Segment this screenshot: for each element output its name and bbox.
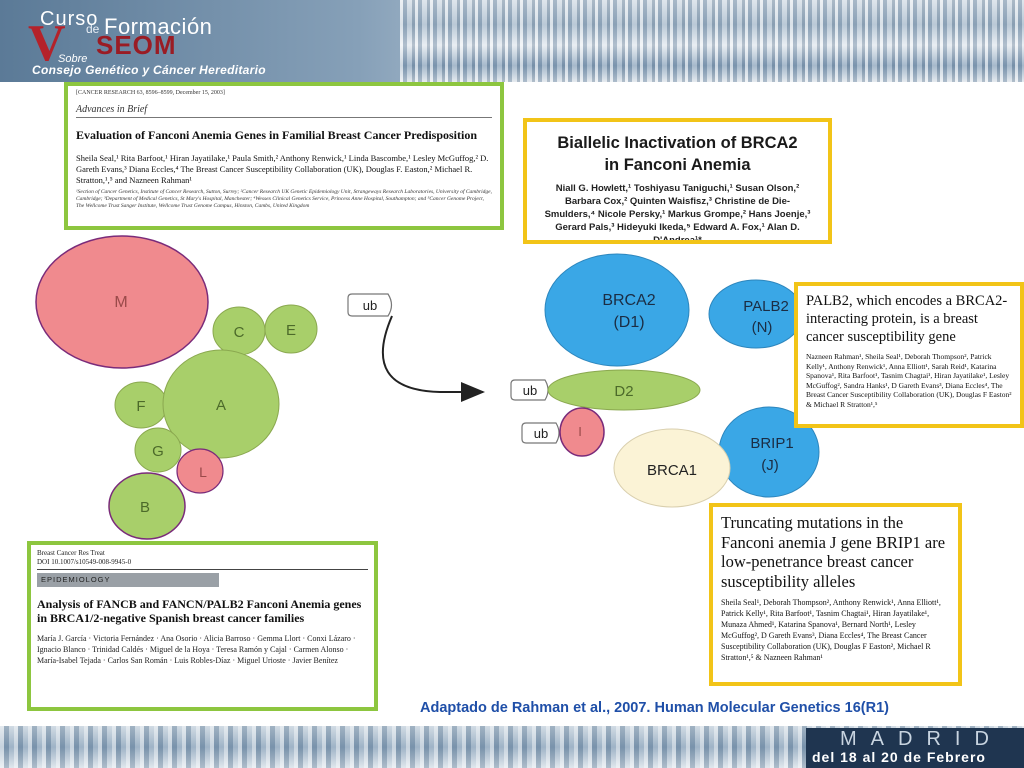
paper5-doi: DOI 10.1007/s10549-008-9945-0: [37, 558, 132, 566]
protein-brca2: [544, 253, 690, 367]
paper-howlett-2002: Biallelic Inactivation of BRCA2 in Fanco…: [523, 118, 832, 244]
paper1-section: Advances in Brief: [76, 104, 492, 118]
paper5-header: Breast Cancer Res Treat DOI 10.1007/s105…: [37, 549, 368, 570]
protein-brca2-label: BRCA2: [602, 292, 655, 309]
protein-m-label: M: [114, 294, 127, 311]
paper2-title-line1: Biallelic Inactivation of BRCA2: [557, 134, 798, 152]
paper5-journal: Breast Cancer Res Treat: [37, 549, 105, 557]
ub-tag-d2-label: ub: [523, 383, 537, 398]
header-decoration: [400, 0, 1024, 82]
protein-a: [162, 349, 280, 459]
protein-i: [559, 407, 605, 457]
ub-tag-top-label: ub: [363, 298, 377, 313]
protein-b: [108, 472, 186, 540]
protein-palb2-label: PALB2: [743, 298, 789, 315]
logo-formacion: Formación: [104, 14, 213, 39]
logo-seom: SEOM: [96, 30, 177, 60]
paper1-authors: Sheila Seal,¹ Rita Barfoot,¹ Hiran Jayat…: [76, 153, 489, 185]
paper1-title: Evaluation of Fanconi Anemia Genes in Fa…: [76, 128, 478, 142]
logo-de: de: [86, 22, 100, 36]
paper2-authors: Niall G. Howlett,¹ Toshiyasu Taniguchi,¹…: [544, 183, 811, 244]
protein-d1-label: (D1): [613, 314, 644, 331]
protein-d2-label: D2: [614, 383, 633, 400]
protein-d2: [547, 369, 701, 411]
protein-i-label: I: [578, 424, 582, 439]
paper4-authors: Sheila Seal¹, Deborah Thompson², Anthony…: [721, 598, 941, 662]
protein-brca1: [613, 428, 731, 508]
paper5-authors: María J. García · Victoria Fernández · A…: [37, 634, 356, 665]
logo-roman-numeral: V: [28, 15, 66, 72]
paper5-category: EPIDEMIOLOGY: [37, 573, 219, 587]
paper2-title-line2: in Fanconi Anemia: [604, 156, 751, 174]
protein-l: [176, 448, 224, 494]
transition-arrow: [382, 315, 485, 402]
paper1-citation-header: [CANCER RESEARCH 63, 8596–8599, December…: [76, 90, 225, 96]
protein-g-label: G: [152, 443, 164, 460]
course-subtitle: Consejo Genético y Cáncer Hereditario: [32, 63, 266, 77]
paper-garcia-spanish: Breast Cancer Res Treat DOI 10.1007/s105…: [27, 541, 378, 711]
logo-sobre: Sobre: [58, 53, 88, 65]
protein-b-label: B: [140, 499, 150, 516]
paper4-title: Truncating mutations in the Fanconi anem…: [721, 513, 946, 591]
paper3-authors: Nazneen Rahman¹, Sheila Seal¹, Deborah T…: [806, 352, 1012, 409]
protein-g: [134, 427, 182, 473]
protein-m: [35, 235, 209, 369]
footer-city: MADRID: [840, 728, 1003, 750]
footer-location-box: [806, 728, 1024, 768]
protein-f-label: F: [136, 398, 145, 415]
protein-l-label: L: [199, 464, 207, 480]
source-caption: Adaptado de Rahman et al., 2007. Human M…: [420, 700, 889, 716]
protein-e: [264, 304, 318, 354]
protein-a-label: A: [216, 397, 226, 414]
paper-seal-brip1: Truncating mutations in the Fanconi anem…: [709, 503, 962, 686]
paper5-title: Analysis of FANCB and FANCN/PALB2 Fancon…: [37, 597, 362, 625]
footer-dates: del 18 al 20 de Febrero: [812, 749, 986, 765]
paper-rahman-palb2: PALB2, which encodes a BRCA2-interacting…: [794, 282, 1024, 428]
paper3-title: PALB2, which encodes a BRCA2-interacting…: [806, 293, 1008, 345]
protein-e-label: E: [286, 322, 296, 339]
protein-brip1-label: BRIP1: [750, 435, 793, 452]
protein-c-label: C: [234, 324, 245, 341]
protein-n-label: (N): [752, 319, 773, 336]
ub-tag-top: [347, 293, 393, 317]
logo-curso: Curso: [40, 8, 99, 30]
ub-tag-i-label: ub: [534, 426, 548, 441]
ub-tag-i: [521, 422, 560, 444]
protein-brca1-label: BRCA1: [647, 462, 697, 479]
paper-seal-2003: [CANCER RESEARCH 63, 8596–8599, December…: [64, 82, 504, 230]
protein-j-label: (J): [761, 457, 779, 474]
paper1-affiliations: ¹Section of Cancer Genetics, Institute o…: [76, 189, 492, 209]
